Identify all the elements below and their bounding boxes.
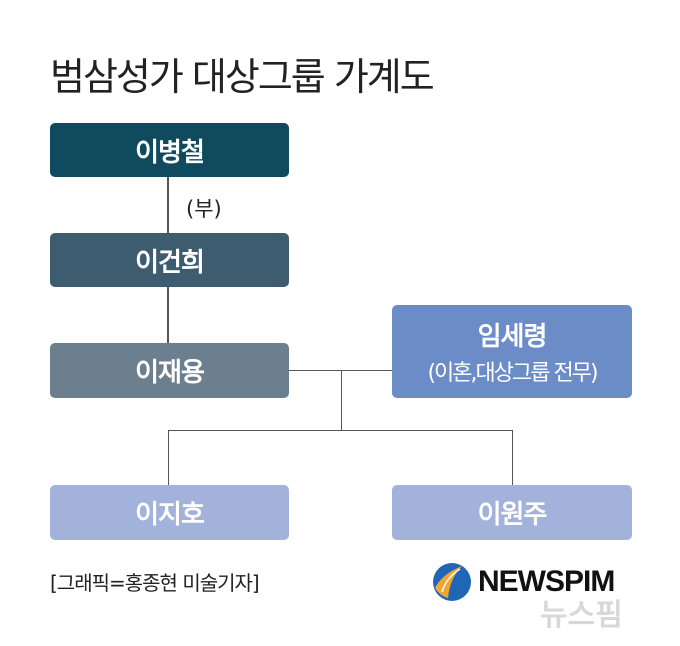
node-ex-wife: 임세령 (이혼,대상그룹 전무)	[392, 305, 632, 398]
watermark: 뉴스핌	[540, 598, 623, 633]
node-name: 이지호	[135, 500, 205, 530]
connector-line	[167, 177, 169, 233]
page-title: 범삼성가 대상그룹 가계도	[50, 55, 435, 99]
node-name: 이재용	[135, 358, 205, 388]
connector-line	[289, 370, 392, 371]
node-child1: 이지호	[50, 485, 289, 540]
node-self: 이재용	[50, 343, 289, 398]
graphic-credit: [그래픽=홍종현 미술기자]	[50, 571, 260, 595]
node-name: 이병철	[135, 137, 205, 168]
node-child2: 이원주	[392, 485, 632, 540]
node-name: 임세령	[477, 322, 548, 352]
node-name: 이원주	[477, 500, 548, 530]
newspim-logo: NEWSPIM	[432, 562, 615, 602]
relation-label: (부)	[186, 197, 222, 221]
connector-line	[512, 430, 513, 485]
node-father: 이건희	[50, 233, 289, 287]
connector-line	[341, 370, 342, 430]
logo-text: NEWSPIM	[478, 565, 615, 598]
node-note: (이혼,대상그룹 전무)	[427, 361, 598, 386]
node-grandfather: 이병철	[50, 123, 289, 177]
node-name: 이건희	[135, 247, 205, 278]
newspim-logo-icon	[433, 563, 471, 601]
connector-line	[168, 430, 169, 485]
connector-line	[168, 430, 513, 431]
connector-line	[167, 287, 169, 343]
